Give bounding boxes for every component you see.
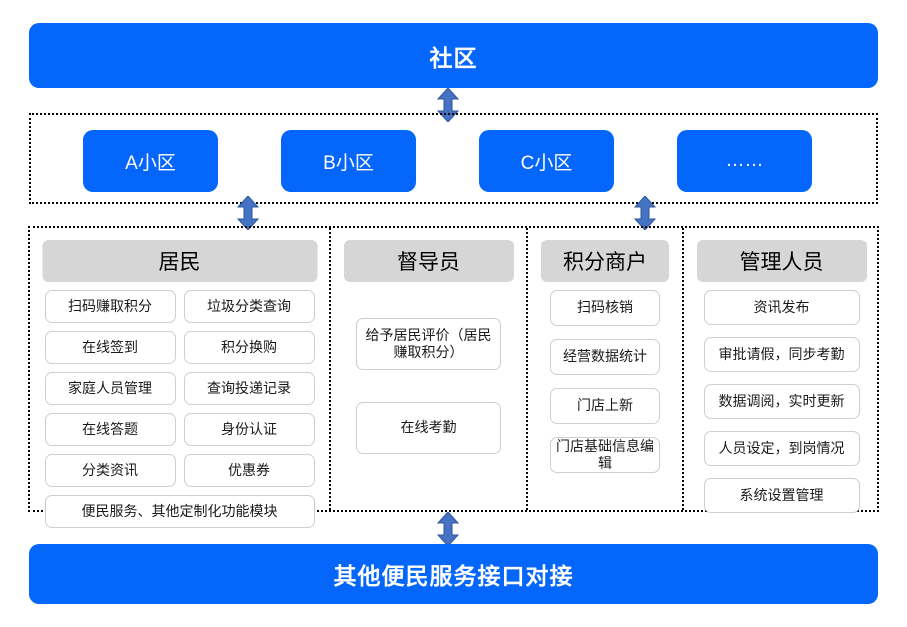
services-banner-label: 其他便民服务接口对接: [333, 563, 574, 589]
role-item-label: 审批请假，同步考勤: [718, 345, 845, 362]
double-arrow-icon: [633, 195, 657, 231]
role-item[interactable]: 在线答题: [44, 413, 176, 446]
role-item[interactable]: 给予居民评价（居民赚取积分）: [356, 318, 501, 370]
role-item-label: 资讯发布: [753, 298, 810, 315]
role-item-list: 资讯发布 审批请假，同步考勤 数据调阅，实时更新 人员设定，到岗情况 系统设置管…: [684, 290, 879, 513]
estate-tile-b[interactable]: B小区: [281, 130, 416, 192]
role-item-label: 分类资讯: [82, 461, 138, 478]
role-item[interactable]: 分类资讯: [44, 454, 176, 487]
role-item[interactable]: 资讯发布: [703, 290, 860, 325]
services-banner: 其他便民服务接口对接: [29, 544, 878, 604]
role-item-label: 身份认证: [221, 420, 277, 437]
estate-tile-a[interactable]: A小区: [83, 130, 218, 192]
role-item-label: 优惠券: [228, 461, 270, 478]
role-item-label: 给予居民评价（居民赚取积分）: [365, 326, 492, 361]
role-item-label: 扫码赚取积分: [68, 297, 152, 314]
role-item[interactable]: 在线签到: [44, 331, 176, 364]
role-item-label: 在线考勤: [400, 419, 457, 436]
role-item-label: 查询投递记录: [207, 379, 291, 396]
role-column-residents: 居民 扫码赚取积分 垃圾分类查询 在线签到 积分换购 家庭人员管理 查询投递记录…: [30, 228, 329, 528]
role-column-merchant: 积分商户 扫码核销 经营数据统计 门店上新 门店基础信息编辑: [526, 228, 682, 510]
role-item-list: 给予居民评价（居民赚取积分） 在线考勤: [331, 318, 526, 454]
role-title: 居民: [158, 251, 201, 274]
role-header-merchant: 积分商户: [541, 240, 669, 282]
role-title: 督导员: [397, 251, 460, 274]
role-item-label: 便民服务、其他定制化功能模块: [81, 502, 278, 519]
estate-label: C小区: [520, 152, 573, 174]
role-item-list: 扫码赚取积分 垃圾分类查询 在线签到 积分换购 家庭人员管理 查询投递记录 在线…: [30, 290, 329, 528]
estate-label: B小区: [323, 152, 374, 174]
roles-container: 居民 扫码赚取积分 垃圾分类查询 在线签到 积分换购 家庭人员管理 查询投递记录…: [28, 226, 879, 528]
role-item[interactable]: 在线考勤: [356, 402, 501, 454]
role-title: 积分商户: [563, 251, 647, 274]
role-column-supervisor: 督导员 给予居民评价（居民赚取积分） 在线考勤: [329, 228, 526, 510]
community-banner: 社区: [29, 23, 878, 88]
role-item[interactable]: 身份认证: [183, 413, 315, 446]
role-item[interactable]: 扫码核销: [550, 290, 660, 326]
estate-tile-c[interactable]: C小区: [479, 130, 614, 192]
estate-tile-more[interactable]: ……: [677, 130, 812, 192]
role-item[interactable]: 积分换购: [183, 331, 315, 364]
role-item[interactable]: 人员设定，到岗情况: [703, 431, 860, 466]
role-item[interactable]: 垃圾分类查询: [183, 290, 315, 323]
role-item-label: 在线答题: [82, 420, 138, 437]
role-header-residents: 居民: [42, 240, 317, 282]
role-item[interactable]: 数据调阅，实时更新: [703, 384, 860, 419]
role-item-label: 垃圾分类查询: [207, 297, 291, 314]
role-item-label: 扫码核销: [577, 299, 633, 316]
role-item[interactable]: 经营数据统计: [550, 339, 660, 375]
role-item-label: 家庭人员管理: [68, 379, 152, 396]
role-item[interactable]: 门店上新: [550, 388, 660, 424]
role-item[interactable]: 优惠券: [183, 454, 315, 487]
role-item-list: 扫码核销 经营数据统计 门店上新 门店基础信息编辑: [528, 290, 682, 473]
role-item-label: 积分换购: [221, 338, 277, 355]
estates-container: A小区 B小区 C小区 ……: [29, 113, 878, 204]
estate-label: A小区: [125, 152, 176, 174]
role-header-supervisor: 督导员: [343, 240, 514, 282]
role-item[interactable]: 查询投递记录: [183, 372, 315, 405]
role-item-label: 数据调阅，实时更新: [718, 392, 845, 409]
double-arrow-icon: [436, 511, 460, 547]
role-title: 管理人员: [739, 251, 824, 274]
role-item[interactable]: 家庭人员管理: [44, 372, 176, 405]
role-item-label: 人员设定，到岗情况: [718, 439, 845, 456]
role-item[interactable]: 门店基础信息编辑: [550, 437, 660, 473]
double-arrow-icon: [236, 195, 260, 231]
role-item-label: 门店基础信息编辑: [556, 437, 654, 472]
role-item-label: 经营数据统计: [563, 348, 647, 365]
role-header-management: 管理人员: [696, 240, 867, 282]
estate-label: ……: [725, 150, 764, 171]
role-item[interactable]: 审批请假，同步考勤: [703, 337, 860, 372]
role-item[interactable]: 便民服务、其他定制化功能模块: [44, 495, 315, 528]
role-item-label: 系统设置管理: [739, 486, 824, 503]
role-item[interactable]: 系统设置管理: [703, 478, 860, 513]
role-item-label: 门店上新: [577, 397, 633, 414]
role-item-label: 在线签到: [82, 338, 138, 355]
role-item[interactable]: 扫码赚取积分: [44, 290, 176, 323]
community-banner-label: 社区: [429, 44, 478, 71]
role-column-management: 管理人员 资讯发布 审批请假，同步考勤 数据调阅，实时更新 人员设定，到岗情况 …: [682, 228, 879, 513]
